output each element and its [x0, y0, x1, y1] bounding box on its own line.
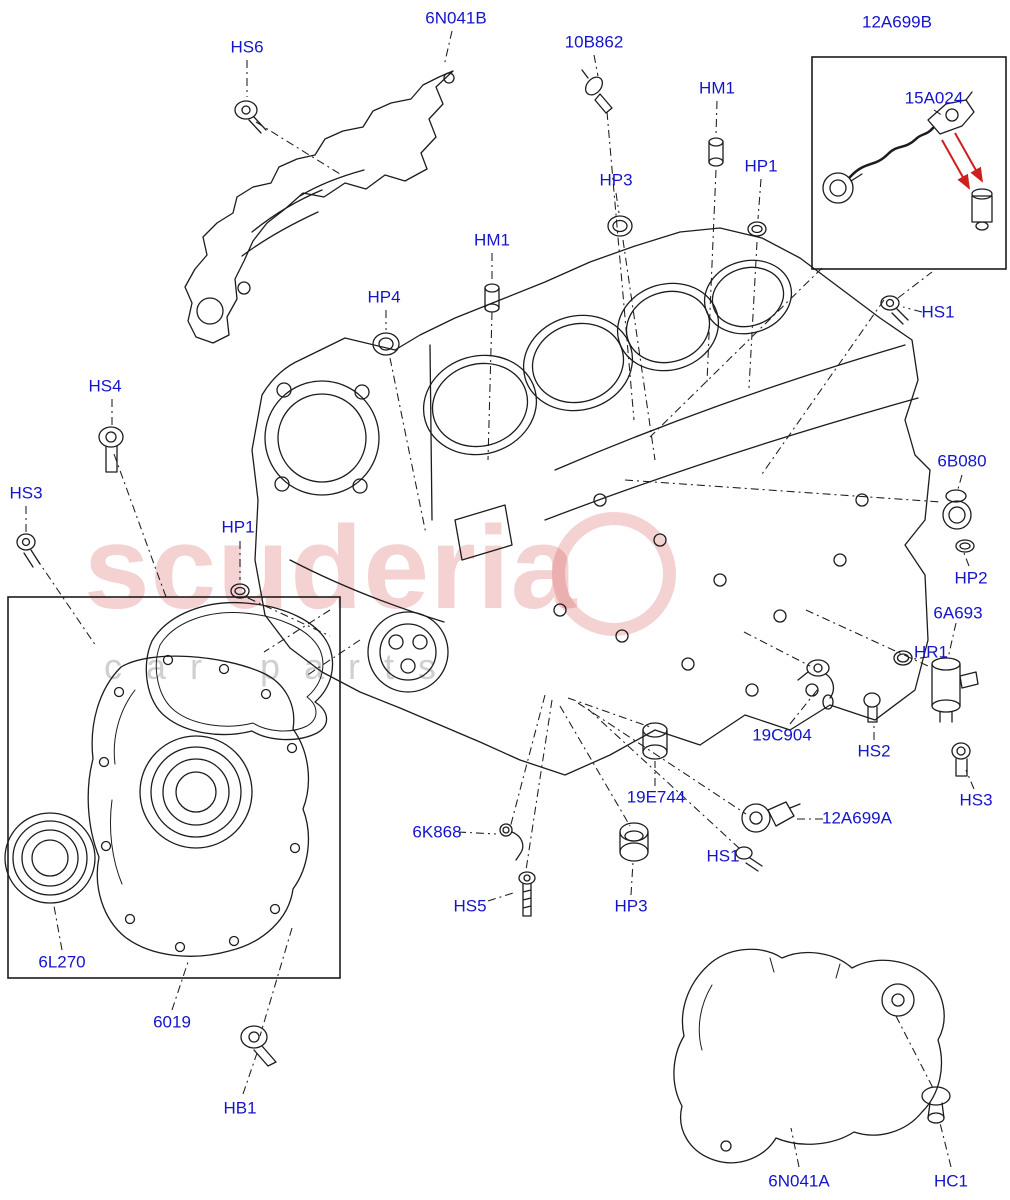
watermark-subtitle: car parts [104, 646, 461, 687]
dowel-hm1-mid-drawing [484, 283, 500, 313]
plug-hp2-drawing [955, 539, 975, 553]
part-label-6a693[interactable]: 6A693 [933, 603, 983, 623]
oil-jet-6k868-drawing [499, 823, 524, 861]
bolt-hb1-drawing [240, 1025, 277, 1067]
plug-hp1-mid-drawing [230, 583, 250, 599]
bolt-hs3-right-drawing [951, 742, 971, 777]
part-label-10b862[interactable]: 10B862 [564, 32, 624, 52]
part-label-12a699b[interactable]: 12A699B [862, 12, 932, 32]
fasteners-and-plugs-drawing [16, 69, 979, 1124]
part-label-hs6[interactable]: HS6 [230, 37, 264, 57]
part-label-6b080[interactable]: 6B080 [937, 451, 987, 471]
part-label-hp2[interactable]: HP2 [954, 568, 988, 588]
part-label-19e744[interactable]: 19E744 [626, 787, 686, 807]
watermark-brand: scuderia [84, 502, 578, 634]
part-label-hb1[interactable]: HB1 [223, 1098, 257, 1118]
bolt-hs4-drawing [98, 426, 124, 473]
part-label-hp4[interactable]: HP4 [367, 287, 401, 307]
sensor-callout-box [811, 56, 1007, 270]
bolt-hs6-drawing [234, 100, 267, 134]
part-label-hp3-top[interactable]: HP3 [599, 170, 633, 190]
plug-19e744-drawing [642, 722, 668, 760]
part-label-hs5[interactable]: HS5 [453, 896, 487, 916]
part-label-6n041a[interactable]: 6N041A [768, 1171, 830, 1191]
part-label-hc1[interactable]: HC1 [933, 1171, 969, 1191]
part-label-6n041b[interactable]: 6N041B [425, 8, 487, 28]
part-label-hs1-bottom[interactable]: HS1 [706, 846, 740, 866]
plug-hp3-bottom-drawing [619, 822, 649, 862]
part-label-hs2[interactable]: HS2 [857, 741, 891, 761]
crank-position-sensor-kit-drawing [822, 91, 993, 231]
part-label-6k868[interactable]: 6K868 [412, 822, 462, 842]
part-label-hs4[interactable]: HS4 [88, 376, 122, 396]
part-label-hp1-top[interactable]: HP1 [744, 156, 778, 176]
sensor-19c904-drawing [797, 659, 835, 710]
plug-hp1-top-drawing [747, 221, 767, 237]
rear-cover-plate-drawing [673, 948, 945, 1164]
bolt-hs3-left-drawing [16, 533, 41, 568]
leader-lines [25, 30, 975, 1168]
sensor-kit-box [811, 56, 1007, 270]
heat-shield-drawing [184, 70, 455, 344]
sensor-10b862-drawing [581, 69, 613, 114]
timing-cover-drawing [87, 601, 334, 957]
knock-sensor-12a699a-drawing [741, 801, 801, 833]
o-ring-hr1-drawing [893, 650, 913, 666]
plug-6b080-drawing [942, 489, 972, 530]
dowel-hm1-top-drawing [708, 137, 724, 167]
bolt-hs1-bottom-drawing [735, 846, 763, 872]
plug-hp4-drawing [372, 332, 400, 356]
part-label-hm1-mid[interactable]: HM1 [474, 230, 510, 250]
part-label-hs3-left[interactable]: HS3 [9, 483, 43, 503]
part-label-6019[interactable]: 6019 [153, 1012, 191, 1032]
bolt-hs5-drawing [518, 871, 536, 917]
plug-hc1-drawing [921, 1086, 951, 1124]
pointer-arrows [941, 132, 983, 190]
part-label-hr1[interactable]: HR1 [913, 642, 949, 662]
part-label-19c904[interactable]: 19C904 [752, 725, 812, 745]
part-label-hm1-top[interactable]: HM1 [699, 78, 735, 98]
part-label-hs1-right[interactable]: HS1 [921, 302, 955, 322]
part-label-12a699a[interactable]: 12A699A [822, 808, 892, 828]
part-label-hp3-bottom[interactable]: HP3 [614, 896, 648, 916]
timing-cover-callout-box [7, 596, 341, 979]
cylinder-block-drawing [251, 227, 931, 776]
bolt-hs2-drawing [863, 692, 881, 723]
part-label-6l270[interactable]: 6L270 [38, 952, 86, 972]
part-label-hp1-mid[interactable]: HP1 [221, 517, 255, 537]
crank-seal-drawing [4, 812, 96, 904]
bolt-hs1-right-drawing [880, 295, 909, 325]
plug-hp3-top-drawing [607, 215, 633, 237]
part-label-hs3-right[interactable]: HS3 [959, 790, 993, 810]
solenoid-6a693-drawing [931, 657, 979, 723]
part-label-15a024[interactable]: 15A024 [904, 88, 964, 108]
